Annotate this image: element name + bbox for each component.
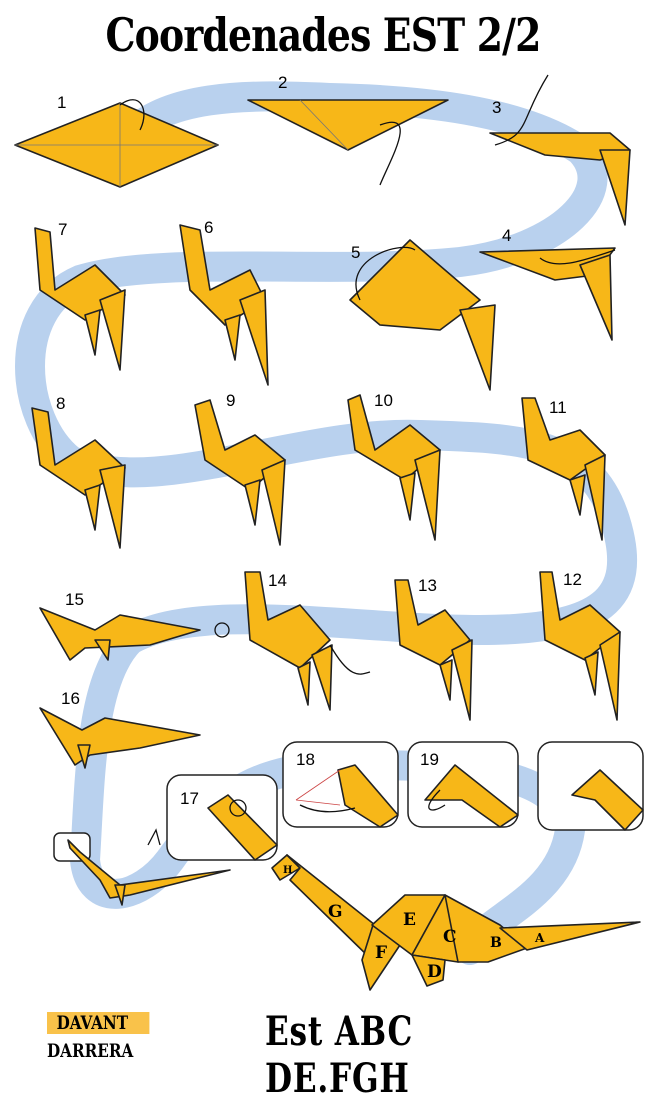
step-6-model — [179, 224, 269, 386]
step-number: 1 — [57, 93, 66, 112]
step-10-model — [347, 394, 441, 541]
part-a — [499, 921, 641, 951]
step-16-model — [39, 707, 201, 769]
step-14-model — [244, 571, 371, 711]
step-number: 9 — [226, 391, 235, 410]
step-number: 7 — [58, 220, 67, 239]
label-g: G — [328, 902, 343, 922]
step-number: 4 — [502, 226, 511, 245]
step-number: 19 — [420, 750, 439, 769]
step-number: 5 — [351, 243, 360, 262]
step-5-model — [349, 239, 496, 391]
part-b — [444, 894, 528, 963]
step-number: 11 — [549, 398, 567, 417]
step-number: 15 — [65, 590, 84, 609]
page-title: Coordenades EST 2/2 — [105, 8, 541, 62]
step-2-model — [247, 99, 449, 186]
step-number: 14 — [268, 571, 287, 590]
step-number: 6 — [204, 218, 213, 237]
head-detail-model — [53, 828, 231, 906]
step-11-model — [521, 397, 606, 541]
front-link[interactable]: DAVANT — [47, 1012, 150, 1034]
step-number: 17 — [180, 789, 199, 808]
step-number: 3 — [492, 98, 501, 117]
part-d — [411, 954, 446, 987]
step-17-inset — [166, 774, 278, 861]
step-number: 8 — [56, 394, 65, 413]
step-9-model — [194, 399, 286, 546]
part-g — [286, 854, 376, 961]
step-7-model — [34, 227, 126, 371]
label-d: D — [427, 962, 442, 982]
step-number: 2 — [278, 73, 287, 92]
label-b: B — [490, 935, 502, 951]
step-number: 10 — [374, 391, 393, 410]
step-12-model — [539, 571, 621, 721]
label-a: A — [534, 931, 545, 945]
label-f: F — [375, 943, 387, 963]
step-20-inset — [537, 741, 644, 831]
origami-diagram: H G F E C D B A 1 2 3 4 5 6 7 8 9 10 11 … — [14, 73, 644, 991]
label-h: H — [283, 865, 292, 876]
step-8-model — [31, 407, 126, 549]
step-1-model — [14, 99, 219, 188]
step-19-inset — [407, 741, 519, 828]
label-e: E — [403, 910, 416, 930]
back-link[interactable]: DARRERA — [47, 1040, 134, 1062]
step-number: 13 — [418, 576, 437, 595]
step-4-model — [479, 247, 616, 341]
step-13-model — [394, 579, 473, 721]
step-18-inset — [282, 741, 399, 828]
step-number: 12 — [563, 570, 582, 589]
step-number: 18 — [296, 750, 315, 769]
bottom-caption: Est ABC DE.FGH — [265, 1008, 414, 1102]
step-number: 16 — [61, 689, 80, 708]
final-model: H G F E C D B A — [271, 854, 641, 991]
step-3-model — [489, 74, 631, 226]
label-c: C — [443, 927, 457, 947]
step-15-model — [39, 607, 230, 661]
